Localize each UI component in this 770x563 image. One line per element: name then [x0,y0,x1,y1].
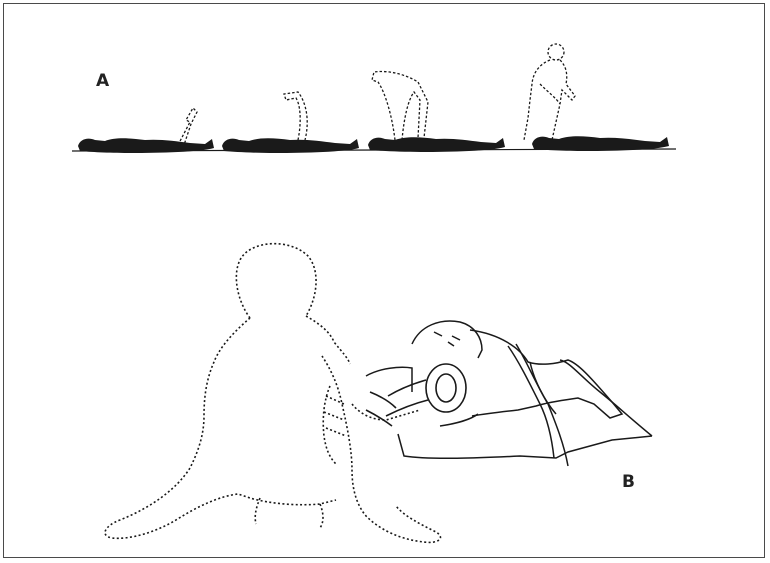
sitting-helper [105,244,440,543]
lying-figure-3 [368,71,505,152]
panel-b-scene [105,244,652,543]
recumbent-patient [366,321,652,466]
panel-a-sequence [72,44,676,153]
standing-helper [524,44,575,140]
face-ring [366,364,466,426]
lying-figure-2 [222,92,359,153]
lying-figure-1 [78,108,214,153]
